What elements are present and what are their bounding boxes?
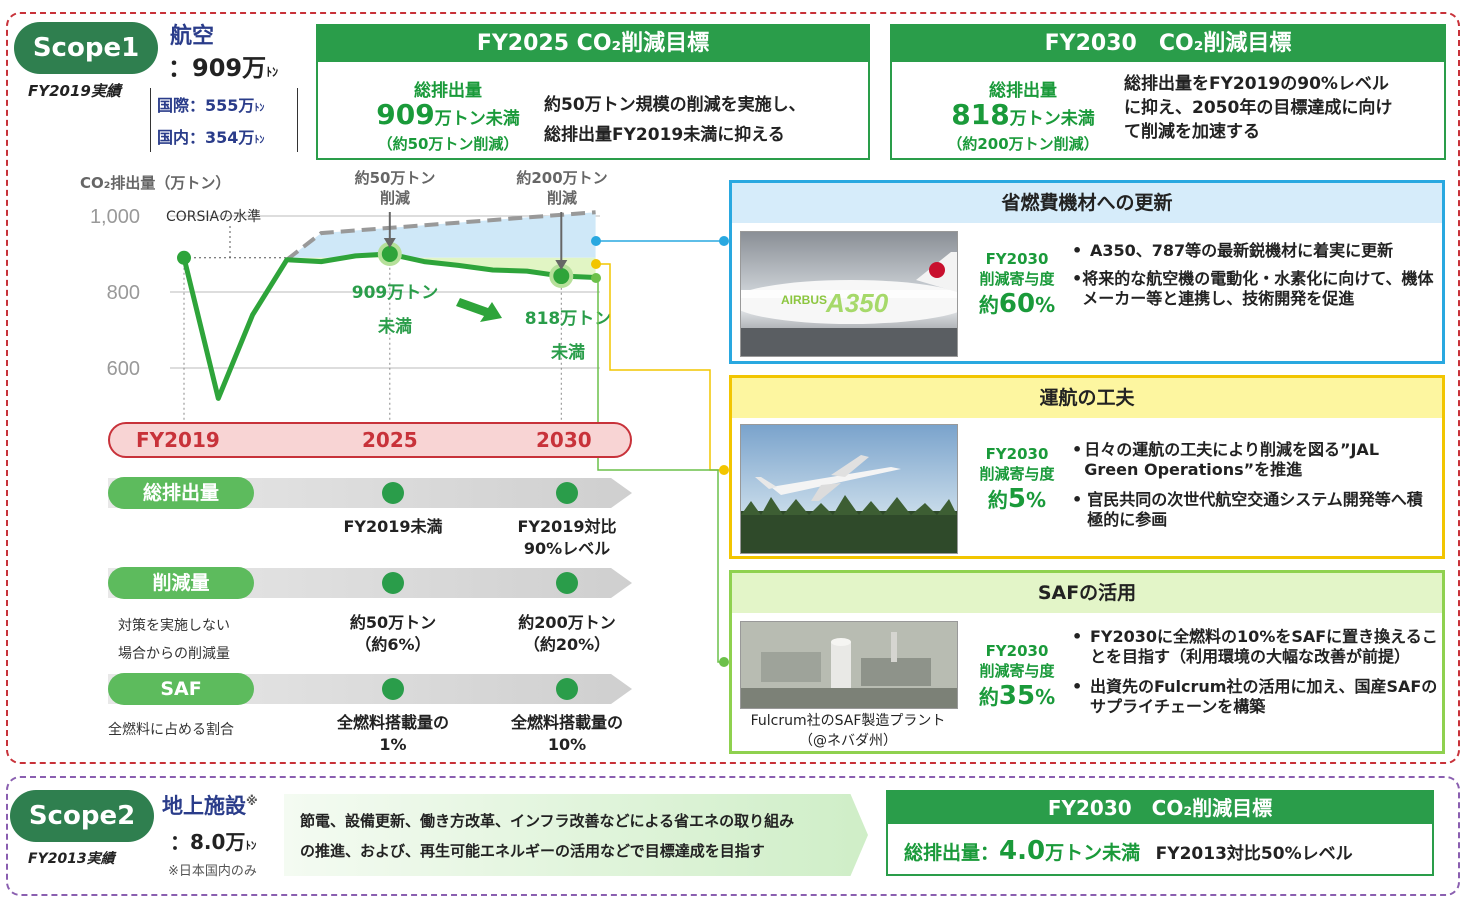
emission-2025-text: FY2019未満 [343, 517, 443, 536]
scope1-total-value: ：909万 [168, 54, 267, 82]
descent-arrow [456, 298, 502, 322]
fy2025-reduction: （約50万トン削減） [377, 135, 519, 153]
contrib-operations: FY2030 削減寄与度 約5% [979, 445, 1055, 514]
label-909: 909万トン未満 [351, 283, 439, 337]
fy2030-emission-value-line: 818万トン未満 [951, 98, 1095, 131]
fy2025-emission: 総排出量 909万トン未満 （約50万トン削減） [358, 76, 538, 154]
dot-saf-2025 [382, 678, 404, 700]
takeoff-airplane-icon [741, 455, 957, 553]
scope2-target-title: FY2030 CO₂削減目標 [888, 792, 1432, 824]
y-tick-800: 800 [107, 282, 140, 304]
photo-airbus-text: AIRBUS [781, 293, 827, 307]
a350-photo: AIRBUS A350 [740, 231, 958, 357]
year-2030: 2030 [536, 428, 592, 452]
year-fy2019: FY2019 [136, 428, 220, 452]
reduction-area-baseline [286, 212, 596, 260]
reduction-2025-text: 約50万トン（約6%） [349, 613, 437, 654]
contrib-fleet: FY2030 削減寄与度 約60% [978, 250, 1056, 319]
annotation-reduction-2025: 約50万トン削減 [354, 169, 436, 207]
measure-panel-operations: 運航の工夫 FY2030 削減寄与度 約5% •日々の運航の工夫により削減を図る… [729, 375, 1445, 559]
row-label-emission: 総排出量 [108, 477, 254, 509]
reduction-note: 対策を実施しない場合からの削減量 [118, 618, 230, 662]
dot-emission-2030 [556, 482, 578, 504]
bullets-fleet: •A350、787等の最新鋭機材に着実に更新 •将来的な航空機の電動化・水素化に… [1072, 241, 1434, 308]
year-2025: 2025 [362, 428, 418, 452]
baseline-line [285, 210, 596, 262]
y-tick-1000: 1,000 [90, 206, 140, 228]
timeline-year-bar [108, 422, 632, 458]
fy2030-desc: 総排出量をFY2019の90%レベル に抑え、2050年の目標達成に向け て削減… [1124, 74, 1393, 142]
y-tick-600: 600 [107, 358, 140, 380]
fy2030-emission: 総排出量 818万トン未満 （約200万トン削減） [932, 76, 1114, 154]
dot-saf-2030 [556, 678, 578, 700]
scope2-footnote: ※日本国内のみ [168, 864, 257, 879]
measure-panel-saf: SAFの活用 Fulcrum社のSAF製造プラント（@ネバダ州） FY2030 … [729, 570, 1445, 754]
scope2-target-box: FY2030 CO₂削減目標 総排出量：4.0万トン未満 FY2013対比50%… [886, 790, 1434, 876]
saf-note: 全燃料に占める割合 [108, 722, 234, 738]
contrib-saf: FY2030 削減寄与度 約35% [978, 642, 1056, 711]
scope2-measures-band [284, 794, 868, 876]
fy2025-desc: 約50万トン規模の削減を実施し、 総排出量FY2019未満に抑える [544, 95, 806, 145]
fy2030-reduction: （約200万トン削減） [947, 135, 1099, 153]
measure-title-fleet: 省燃費機材への更新 [732, 183, 1442, 223]
scope1-total: ：909万ﾄﾝ [168, 48, 278, 83]
fy2030-target-title: FY2030 CO₂削減目標 [892, 26, 1444, 62]
photo-a350-text: A350 [825, 288, 889, 318]
scope2-pill: Scope2 [10, 790, 154, 842]
bullets-operations: •日々の運航の工夫により削減を図る”JAL Green Operations”を… [1072, 440, 1423, 529]
scope1-breakdown: 国際：555万ﾄﾝ 国内：354万ﾄﾝ [150, 88, 298, 152]
dot-emission-2025 [382, 482, 404, 504]
fy2025-target-title: FY2025 CO₂削減目標 [318, 26, 868, 62]
row-label-reduction: 削減量 [108, 567, 254, 599]
scope2-category: 地上施設※ [162, 794, 258, 818]
connector-lines [591, 236, 729, 667]
scope1-frame [6, 12, 1460, 764]
measure-title-saf: SAFの活用 [732, 573, 1442, 613]
breakdown-intl: 国際：555万ﾄﾝ [157, 96, 265, 115]
fy2030-target-box: FY2030 CO₂削減目標 総排出量 818万トン未満 （約200万トン削減）… [890, 24, 1446, 160]
scope2-measures-text: 節電、設備更新、働き方改革、インフラ改善などによる省エネの取り組み の推進、およ… [300, 812, 795, 860]
saf-plant-photo [740, 621, 958, 709]
scope2-total: ：8.0万ﾄﾝ [170, 830, 257, 854]
breakdown-domestic: 国内：354万ﾄﾝ [157, 128, 265, 147]
airplane-icon: AIRBUS A350 [741, 252, 957, 356]
dot-reduction-2025 [382, 572, 404, 594]
measure-panel-fleet: 省燃費機材への更新 AIRBUS A350 FY2030 削減寄与度 約60% … [729, 180, 1445, 364]
emission-chart: 1,000 800 600 [90, 206, 600, 422]
reduction-2030-text: 約200万トン（約20%） [518, 613, 616, 654]
chart-ylabel: CO₂排出量（万トン） [80, 174, 231, 192]
dot-reduction-2030 [556, 572, 578, 594]
scope1-category: 航空 [170, 24, 215, 49]
fy2025-emission-label: 総排出量 [414, 81, 482, 101]
scope1-basis: FY2019実績 [28, 82, 121, 100]
factory-icon [741, 622, 957, 708]
point-fy2019 [177, 250, 191, 265]
scope1-total-unit: ﾄﾝ [266, 65, 279, 79]
annotation-reduction-2030: 約200万トン削減 [516, 169, 608, 207]
fy2025-emission-value-line: 909万トン未満 [376, 98, 520, 131]
saf-photo-caption: Fulcrum社のSAF製造プラント（@ネバダ州） [750, 713, 946, 749]
bullets-saf: •FY2030に全燃料の10%をSAFに置き換えることを目指す（利用環境の大幅な… [1072, 627, 1438, 716]
arrow-head-2030 [555, 260, 568, 271]
fy2025-target-box: FY2025 CO₂削減目標 総排出量 909万トン未満 （約50万トン削減） … [316, 24, 870, 160]
label-818: 818万トン未満 [524, 309, 612, 363]
fy2030-emission-label: 総排出量 [989, 81, 1057, 101]
corsia-label: CORSIAの水準 [166, 209, 262, 225]
reduction-area-corsia [286, 254, 596, 278]
scope1-pill: Scope1 [14, 22, 158, 74]
scope2-frame [6, 776, 1460, 896]
arrow-head-2025 [383, 238, 396, 248]
scope2-basis: FY2013実績 [28, 851, 115, 867]
measure-title-operations: 運航の工夫 [732, 378, 1442, 418]
row-label-saf: SAF [108, 673, 254, 705]
takeoff-photo [740, 424, 958, 554]
scope2-target-value-line: 総排出量：4.0万トン未満 FY2013対比50%レベル [904, 836, 1353, 866]
